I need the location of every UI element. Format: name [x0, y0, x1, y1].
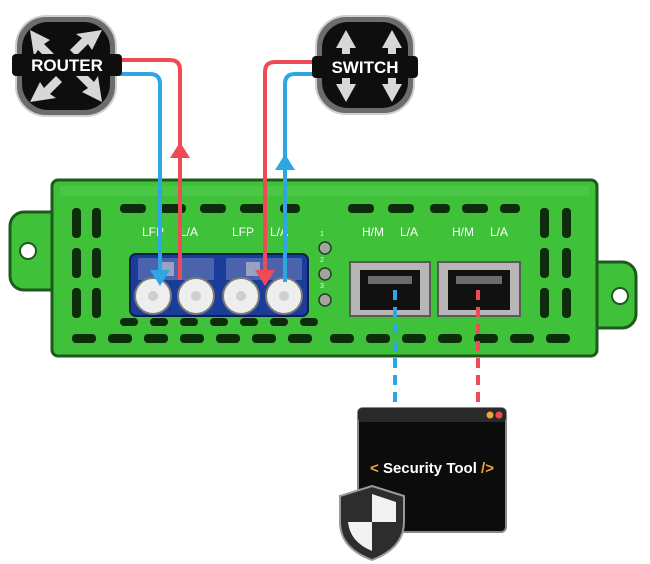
router-label: ROUTER: [31, 56, 103, 75]
fiber-port-2[interactable]: [177, 277, 215, 315]
fiber-port-4[interactable]: [265, 277, 303, 315]
led-label-2: 2: [320, 257, 324, 264]
tool-name: Security Tool: [383, 460, 477, 477]
fiber-port-1[interactable]: [134, 277, 172, 315]
switch-arrow-up-left: [336, 30, 356, 54]
led-3: [318, 293, 332, 307]
label-la-4: L/A: [490, 225, 508, 239]
label-hm-2: H/M: [452, 225, 474, 239]
label-la-1: L/A: [180, 225, 198, 239]
router-arrow-out-bl: [30, 76, 62, 102]
switch-label: SWITCH: [331, 58, 398, 77]
router-arrow-in-br: [76, 70, 102, 102]
label-hm-1: H/M: [362, 225, 384, 239]
switch-icon: [312, 15, 418, 115]
router-device: ROUTER: [12, 15, 122, 117]
fiber-port-3[interactable]: [222, 277, 260, 315]
led-1: [318, 241, 332, 255]
switch-arrow-down-right: [382, 78, 402, 102]
switch-blue-arrow-up: [275, 154, 295, 170]
router-arrow-out-tr: [70, 30, 102, 56]
led-label-3: 3: [320, 283, 324, 290]
switch-arrow-down-left: [336, 78, 356, 102]
switch-red-link: [263, 60, 326, 278]
shield-icon: [339, 484, 405, 562]
switch-red-arrow-down: [255, 270, 275, 286]
led-label-1: 1: [320, 231, 324, 238]
window-dot-orange: [486, 411, 494, 419]
network-tap-device: LFP L/A LFP L/A H/M L/A H/M L/A 1 2 3: [8, 178, 638, 358]
tool-open-bracket: <: [370, 460, 379, 477]
router-blue-arrow-down: [150, 270, 170, 286]
router-blue-link: [118, 72, 162, 278]
switch-arrow-up-right: [382, 30, 402, 54]
switch-blue-link: [283, 72, 326, 282]
vent-slots: [72, 204, 571, 343]
status-leds: 1 2 3: [318, 231, 332, 307]
led-2: [318, 267, 332, 281]
switch-device: SWITCH: [312, 15, 418, 115]
label-la-3: L/A: [400, 225, 418, 239]
tool-close-bracket: />: [481, 460, 494, 477]
router-icon: [12, 15, 122, 117]
monitor-port-1[interactable]: [349, 261, 431, 317]
label-lfp-2: LFP: [232, 225, 254, 239]
security-tool-label: < Security Tool />: [370, 460, 494, 477]
router-red-arrow-up: [170, 142, 190, 158]
router-red-link: [118, 58, 182, 280]
window-dot-red: [495, 411, 503, 419]
